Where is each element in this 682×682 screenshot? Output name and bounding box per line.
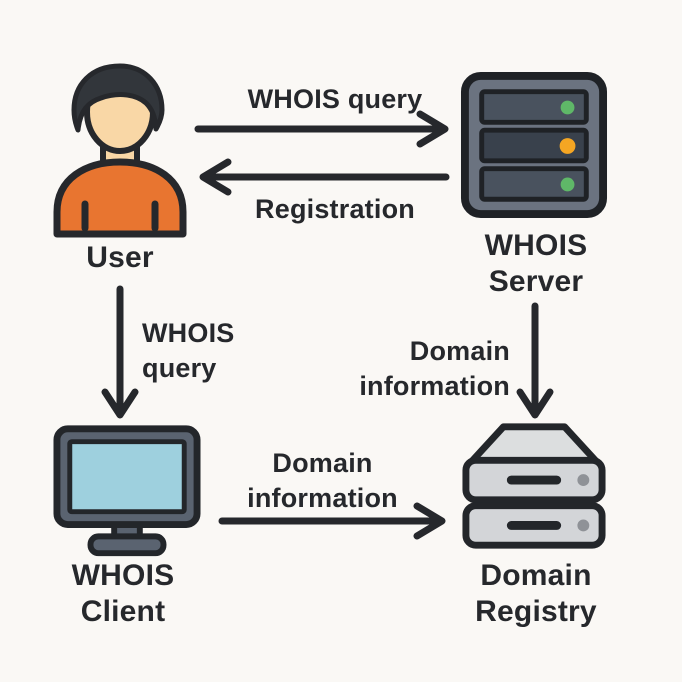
edge-label-whois-query-top: WHOIS query	[247, 84, 423, 114]
storage-stack-icon	[462, 423, 606, 549]
arrow-user-to-server	[194, 110, 449, 148]
arrow-server-to-user	[199, 158, 450, 196]
person-icon	[53, 63, 187, 238]
edge-label-whois-query-left: WHOIS query	[142, 318, 235, 384]
edge-label-registration: Registration	[255, 194, 415, 224]
server-icon	[460, 71, 608, 219]
led-orange-icon	[559, 138, 576, 154]
led-green-icon	[560, 177, 575, 192]
arrow-user-to-client	[101, 285, 139, 419]
edge-label-domain-information-right: Domain information	[359, 336, 510, 402]
led-green-icon	[560, 100, 575, 115]
edge-label-domain-information-bottom: Domain information	[247, 448, 398, 514]
node-label-user: User	[86, 241, 154, 274]
arrow-server-to-registry	[516, 302, 554, 419]
monitor-icon	[53, 425, 201, 557]
node-label-whois-server: WHOIS Server	[484, 229, 588, 298]
node-label-whois-client: WHOIS Client	[71, 559, 175, 628]
node-label-domain-registry: Domain Registry	[475, 559, 597, 628]
